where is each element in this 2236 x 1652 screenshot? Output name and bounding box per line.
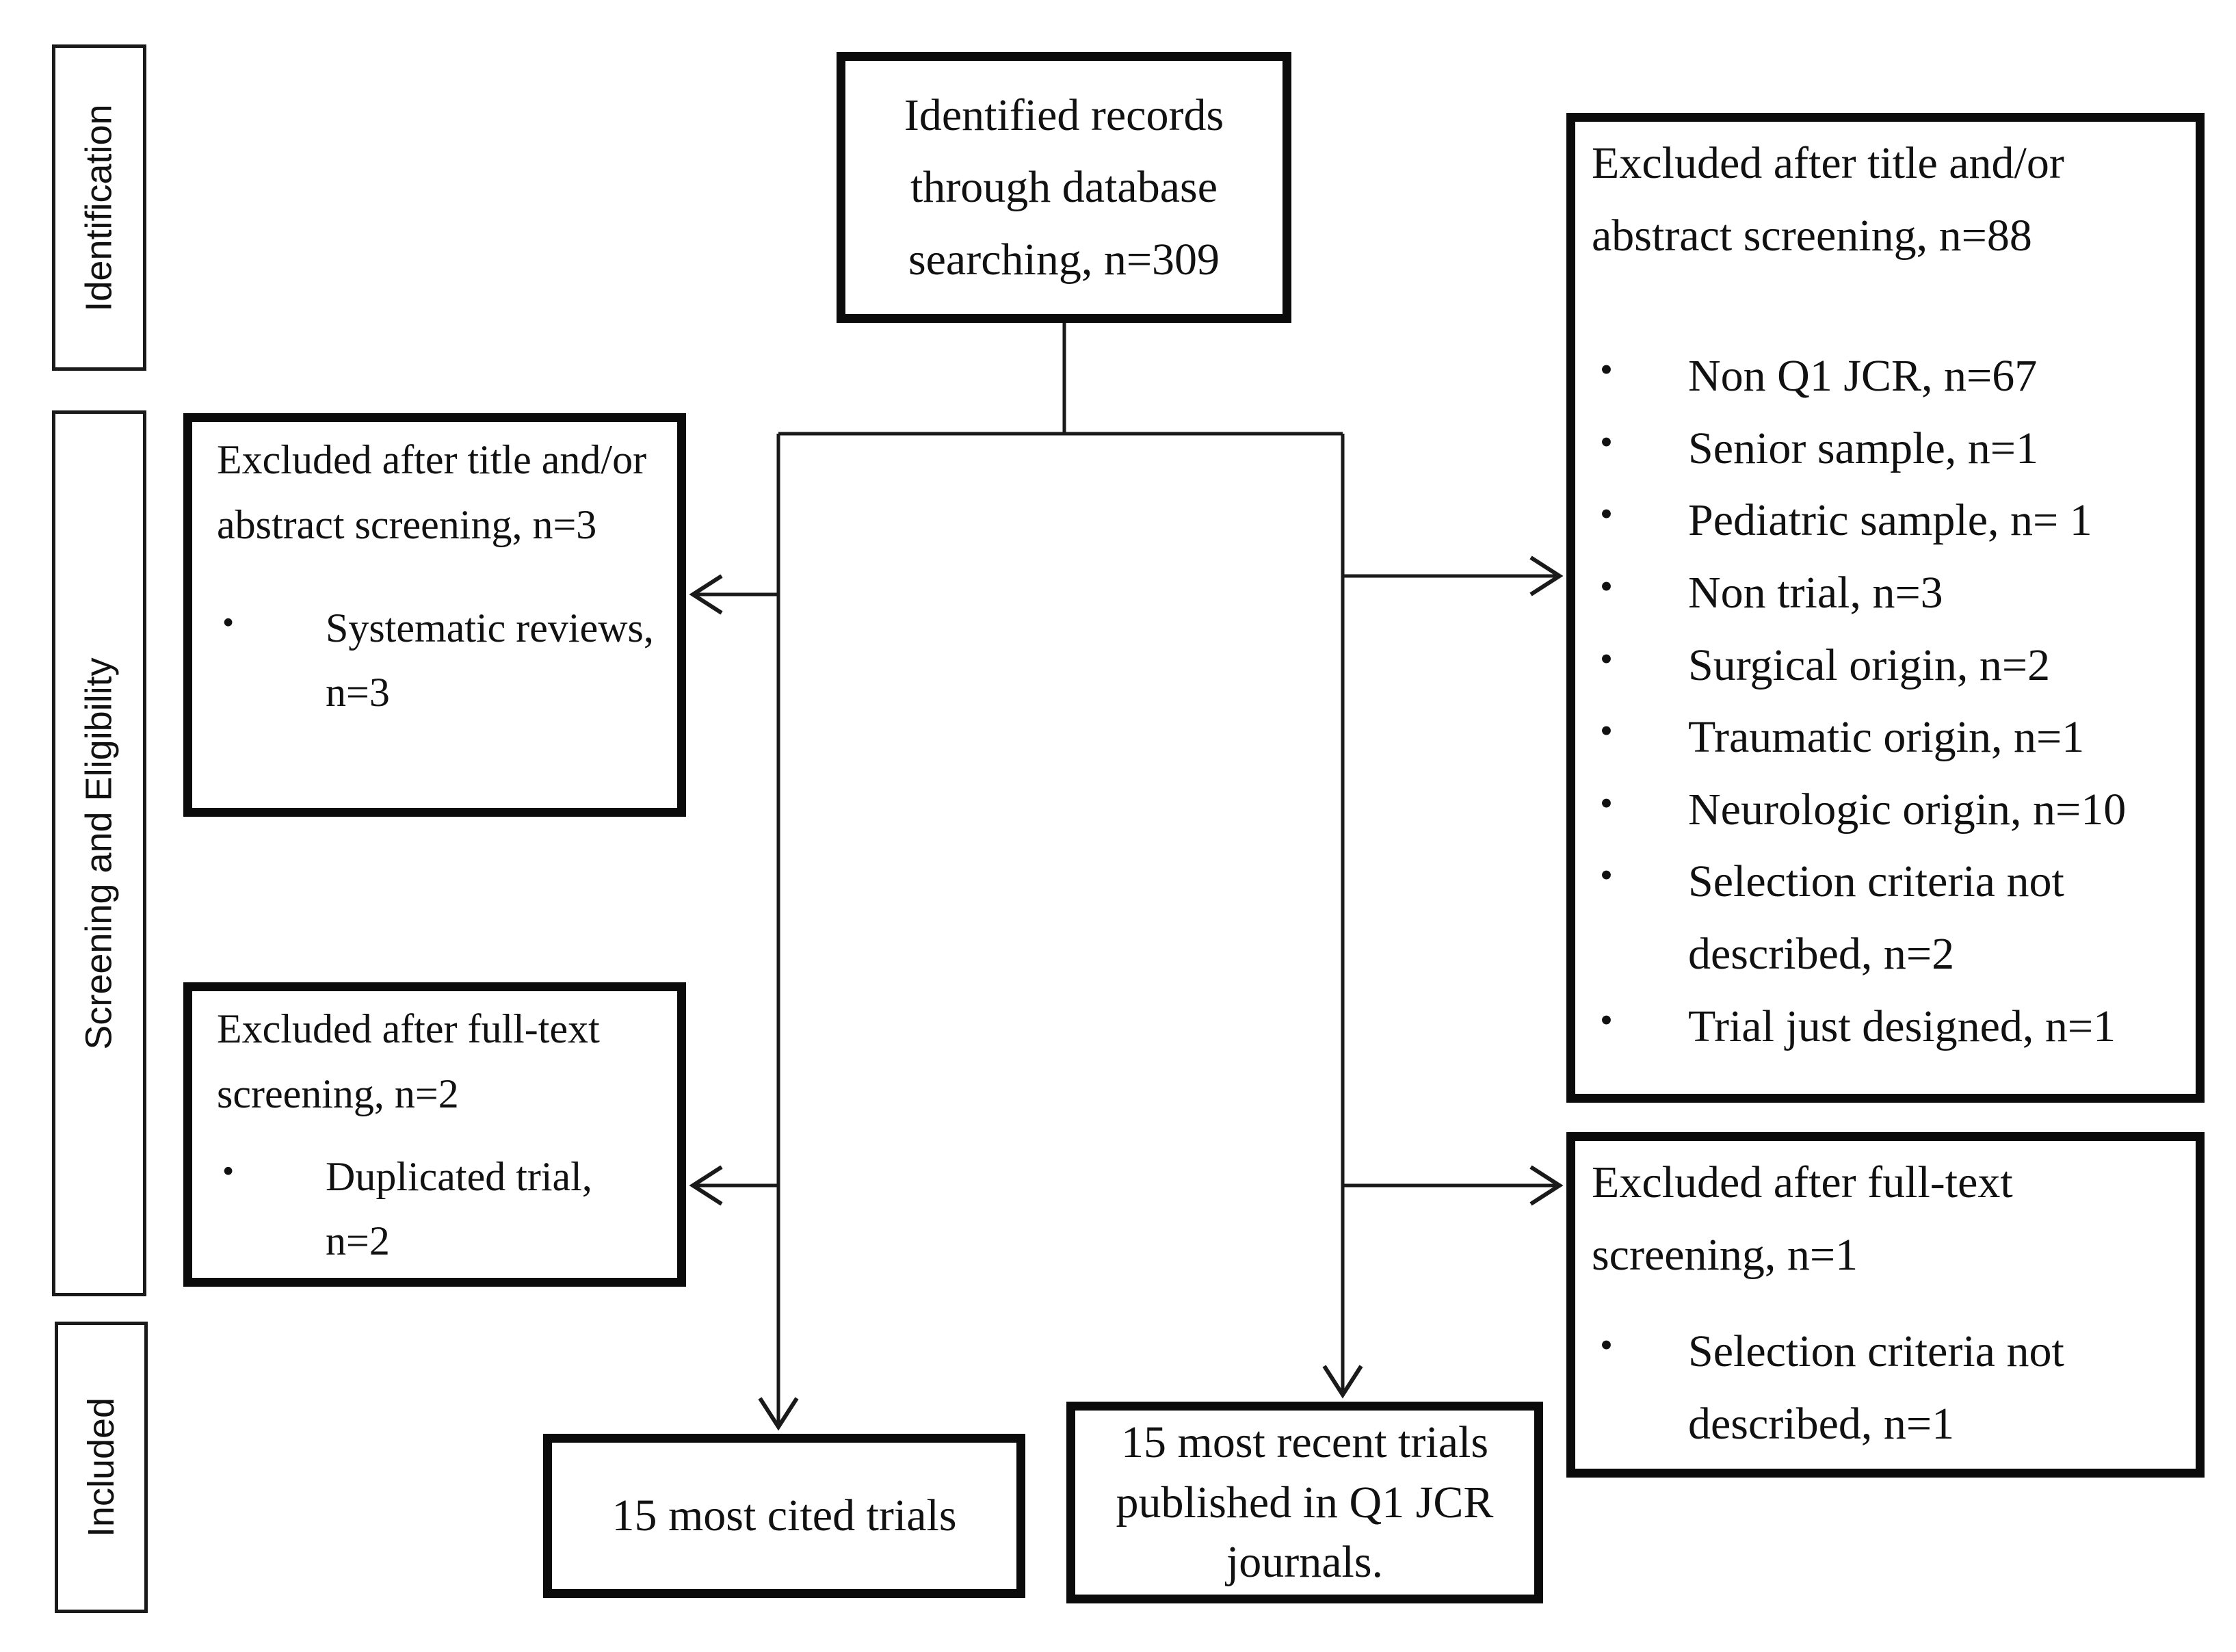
bullet-icon: • [1600, 1324, 1613, 1366]
stage-label-screening-eligibility: Screening and Eligibility [79, 657, 120, 1050]
bullet-item: • Pediatric sample, n= 1 [1575, 484, 2196, 557]
stage-box-identification: Identification [52, 44, 146, 371]
bullet-icon: • [1600, 710, 1613, 752]
bullet-text: Systematic reviews, n=3 [326, 605, 654, 716]
bullet-item: • Duplicated trial, n=2 [192, 1144, 677, 1274]
most-cited-text: 15 most cited trials [611, 1490, 957, 1540]
bullet-item: • Non Q1 JCR, n=67 [1575, 340, 2196, 412]
box-excluded-title-abstract-left: Excluded after title and/or abstract scr… [183, 413, 686, 817]
bullet-list: • Duplicated trial, n=2 [192, 1144, 677, 1274]
bullet-item: • Traumatic origin, n=1 [1575, 701, 2196, 774]
bullet-text: Traumatic origin, n=1 [1688, 712, 2085, 763]
stage-label-included: Included [81, 1397, 122, 1538]
box-identified-records: Identified records through database sear… [837, 52, 1291, 323]
bullet-icon: • [222, 1151, 235, 1190]
bullet-text: Neurologic origin, n=10 [1688, 784, 2127, 835]
box-excluded-title-abstract-right: Excluded after title and/or abstract scr… [1566, 113, 2205, 1103]
bullet-text: Trial just designed, n=1 [1688, 1001, 2116, 1051]
stage-box-included: Included [55, 1322, 148, 1613]
box-title: Excluded after title and/or abstract scr… [1592, 138, 2064, 261]
box-most-cited-trials: 15 most cited trials [543, 1434, 1025, 1598]
bullet-text: Senior sample, n=1 [1688, 423, 2038, 473]
bullet-text: Pediatric sample, n= 1 [1688, 495, 2092, 546]
bullet-icon: • [1600, 421, 1613, 462]
box-title: Excluded after full-text screening, n=1 [1592, 1157, 2013, 1280]
bullet-text: Non trial, n=3 [1688, 567, 1943, 618]
bullet-item: • Selection criteria not described, n=1 [1575, 1315, 2196, 1460]
bullet-item: • Neurologic origin, n=10 [1575, 774, 2196, 846]
box-title: Excluded after title and/or abstract scr… [217, 437, 647, 547]
identified-records-text: Identified records through database sear… [904, 90, 1224, 285]
bullet-list: • Non Q1 JCR, n=67 • Senior sample, n=1 … [1575, 340, 2196, 1062]
bullet-icon: • [1600, 493, 1613, 535]
bullet-item: • Surgical origin, n=2 [1575, 629, 2196, 702]
most-recent-text: 15 most recent trials published in Q1 JC… [1116, 1417, 1494, 1588]
bullet-item: • Systematic reviews, n=3 [192, 596, 677, 726]
bullet-icon: • [1600, 565, 1613, 607]
box-excluded-fulltext-right: Excluded after full-text screening, n=1 … [1566, 1132, 2205, 1478]
bullet-icon: • [222, 603, 235, 641]
bullet-text: Duplicated trial, n=2 [326, 1153, 592, 1264]
box-most-recent-trials: 15 most recent trials published in Q1 JC… [1066, 1402, 1543, 1603]
bullet-icon: • [1600, 854, 1613, 896]
bullet-text: Surgical origin, n=2 [1688, 640, 2051, 690]
bullet-item: • Non trial, n=3 [1575, 557, 2196, 629]
bullet-item: • Senior sample, n=1 [1575, 412, 2196, 485]
box-excluded-fulltext-left: Excluded after full-text screening, n=2 … [183, 982, 686, 1287]
stage-label-identification: Identification [79, 103, 120, 312]
box-title: Excluded after full-text screening, n=2 [217, 1006, 600, 1116]
bullet-icon: • [1600, 782, 1613, 824]
bullet-list: • Systematic reviews, n=3 [192, 596, 677, 726]
bullet-icon: • [1600, 999, 1613, 1040]
bullet-item: • Selection criteria not described, n=2 [1575, 845, 2196, 990]
bullet-icon: • [1600, 349, 1613, 391]
bullet-icon: • [1600, 638, 1613, 679]
bullet-list: • Selection criteria not described, n=1 [1575, 1315, 2196, 1460]
bullet-text: Selection criteria not described, n=1 [1688, 1326, 2064, 1449]
bullet-text: Non Q1 JCR, n=67 [1688, 351, 2038, 402]
stage-box-screening-eligibility: Screening and Eligibility [52, 410, 146, 1296]
bullet-item: • Trial just designed, n=1 [1575, 991, 2196, 1063]
bullet-text: Selection criteria not described, n=2 [1688, 856, 2064, 979]
